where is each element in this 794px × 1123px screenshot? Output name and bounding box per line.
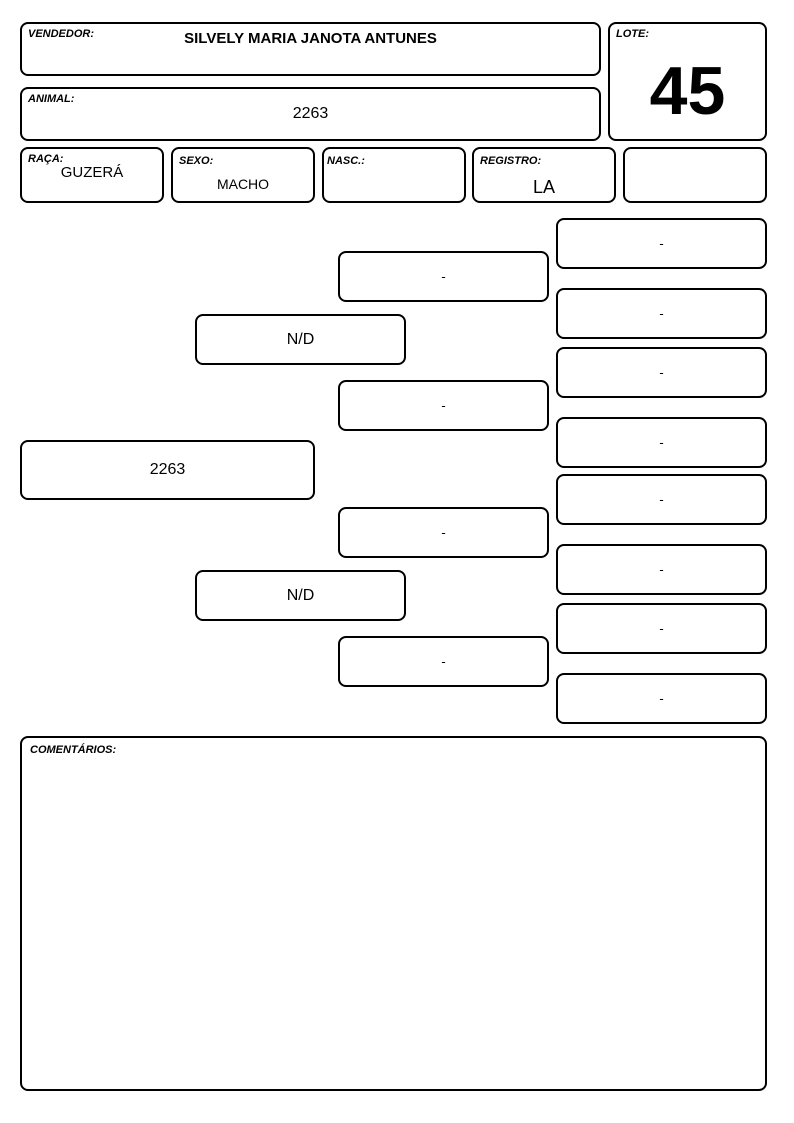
pedigree-great-grandparent-4: - xyxy=(556,417,767,468)
sexo-label: SEXO: xyxy=(179,155,214,167)
pedigree-great-grandparent-5: - xyxy=(556,474,767,525)
comments-label: COMENTÁRIOS: xyxy=(30,744,117,756)
pedigree-great-grandparent-6: - xyxy=(556,544,767,595)
pedigree-dam: N/D xyxy=(195,570,406,621)
raca-value: GUZERÁ xyxy=(60,164,124,181)
extra-box xyxy=(623,147,767,203)
vendedor-label: VENDEDOR: xyxy=(28,28,95,40)
vendedor-box: VENDEDOR: SILVELY MARIA JANOTA ANTUNES xyxy=(20,22,601,76)
pedigree-maternal-grandsire: - xyxy=(338,507,549,558)
registro-value: LA xyxy=(532,177,556,197)
pedigree-maternal-granddam: - xyxy=(338,636,549,687)
pedigree-great-grandparent-7: - xyxy=(556,603,767,654)
registro-label: REGISTRO: xyxy=(480,155,542,167)
nasc-box: NASC.: xyxy=(322,147,466,203)
pedigree-animal: 2263 xyxy=(20,440,315,500)
animal-label: ANIMAL: xyxy=(28,93,75,105)
registro-box: REGISTRO: LA xyxy=(472,147,616,203)
lote-value: 45 xyxy=(649,53,726,129)
sexo-box: SEXO: MACHO xyxy=(171,147,315,203)
pedigree-great-grandparent-1: - xyxy=(556,218,767,269)
raca-box: RAÇA: GUZERÁ xyxy=(20,147,164,203)
pedigree-great-grandparent-3: - xyxy=(556,347,767,398)
comments-box[interactable]: COMENTÁRIOS: xyxy=(20,736,767,1091)
lote-label: LOTE: xyxy=(616,28,649,40)
animal-box: ANIMAL: 2263 xyxy=(20,87,601,141)
pedigree-paternal-granddam: - xyxy=(338,380,549,431)
pedigree-great-grandparent-8: - xyxy=(556,673,767,724)
pedigree-great-grandparent-2: - xyxy=(556,288,767,339)
animal-value: 2263 xyxy=(292,105,329,122)
vendedor-value: SILVELY MARIA JANOTA ANTUNES xyxy=(184,30,437,47)
pedigree-paternal-grandsire: - xyxy=(338,251,549,302)
raca-label: RAÇA: xyxy=(28,153,64,165)
lote-box: LOTE: 45 xyxy=(608,22,767,141)
sexo-value: MACHO xyxy=(216,176,270,192)
pedigree-sire: N/D xyxy=(195,314,406,365)
nasc-label: NASC.: xyxy=(327,155,365,167)
